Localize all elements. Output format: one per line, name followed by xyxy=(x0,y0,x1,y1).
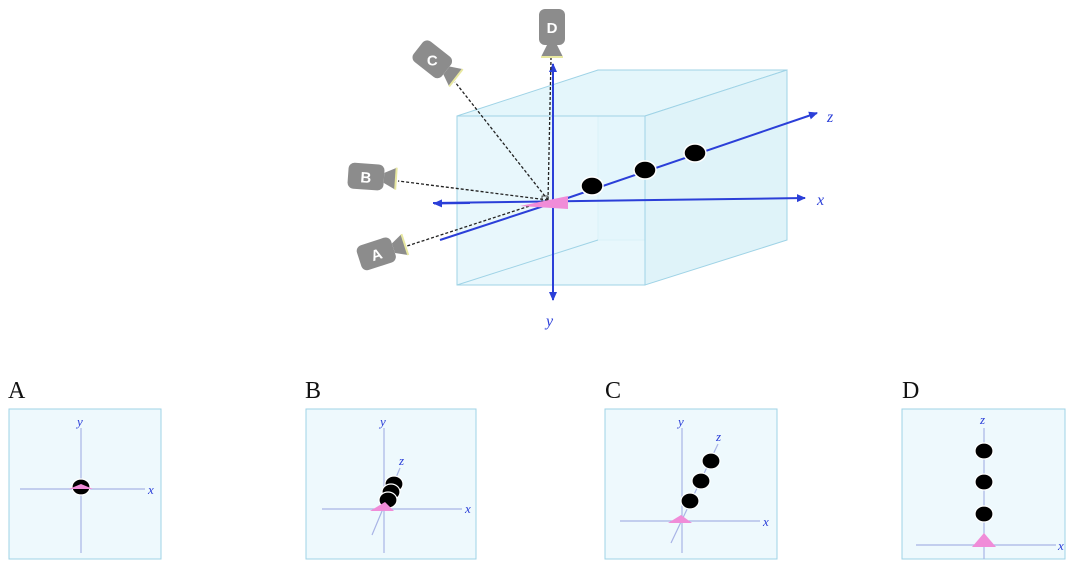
camera-a: A xyxy=(356,233,410,271)
camera-a-body xyxy=(356,237,396,271)
camera-c-lens-edge xyxy=(448,68,464,88)
panel-c: C y z x xyxy=(604,378,778,560)
camera-d-body xyxy=(539,9,565,45)
sight-line-b xyxy=(397,180,549,201)
x-axis xyxy=(432,194,806,204)
panel-b-x-label: x xyxy=(464,501,471,516)
panel-d-ball-1 xyxy=(974,505,994,523)
panel-c-label: C xyxy=(605,378,621,404)
panel-d-label: D xyxy=(902,378,919,404)
camera-d-lens xyxy=(541,45,563,57)
z-axis-label: z xyxy=(826,109,834,126)
panel-b-z-label: z xyxy=(398,453,404,468)
panel-d-ball-2 xyxy=(974,473,994,491)
camera-b-label: B xyxy=(360,169,372,187)
camera-c-label: C xyxy=(427,52,438,69)
x-axis-negative-arrow xyxy=(433,199,471,208)
camera-b-lens xyxy=(383,167,397,190)
panel-c-ball-1 xyxy=(680,492,700,510)
camera-d-label: D xyxy=(547,20,558,37)
panel-d-x-label: x xyxy=(1057,538,1064,553)
ball-3 xyxy=(683,143,707,163)
panel-c-y-label: y xyxy=(676,414,684,429)
camera-c-body xyxy=(412,40,453,79)
panel-d-z-label: z xyxy=(979,412,985,427)
panel-a-x-label: x xyxy=(147,482,154,497)
camera-a-lens-edge xyxy=(400,233,410,256)
panel-d: D z x xyxy=(901,378,1066,560)
panel-c-marker xyxy=(668,515,692,523)
scene-balls xyxy=(580,143,707,196)
panel-b-label: B xyxy=(305,378,321,404)
ball-1 xyxy=(580,176,604,196)
camera-c-lens xyxy=(443,66,463,87)
origin-marker xyxy=(520,196,568,209)
y-axis-label: y xyxy=(544,313,554,330)
panel-b: B y z x xyxy=(305,378,477,560)
x-axis-label: x xyxy=(816,192,824,209)
transparent-box xyxy=(456,69,788,286)
panel-d-marker xyxy=(972,533,996,547)
camera-a-label: A xyxy=(369,245,385,265)
panel-a-marker xyxy=(69,484,93,489)
panel-c-z-label: z xyxy=(715,429,721,444)
panel-c-x-label: x xyxy=(762,514,769,529)
ball-2 xyxy=(633,160,657,180)
panel-d-ball-3 xyxy=(974,442,994,460)
panel-b-marker xyxy=(370,502,394,511)
panel-c-ball-2 xyxy=(691,472,711,490)
box-hidden-edge xyxy=(456,239,599,286)
panel-b-y-label: y xyxy=(378,414,386,429)
panel-c-frame xyxy=(604,408,778,560)
panel-a: A y x xyxy=(8,378,162,560)
z-axis-negative xyxy=(439,202,554,241)
sight-line-c xyxy=(454,81,549,201)
camera-b-lens-edge xyxy=(394,167,398,190)
camera-b-body xyxy=(347,162,385,191)
camera-b: B xyxy=(347,162,398,191)
panel-c-ball-3 xyxy=(701,452,721,470)
panel-a-label: A xyxy=(8,378,26,404)
camera-d: D xyxy=(539,9,565,58)
camera-c: C xyxy=(412,40,464,88)
panel-a-y-label: y xyxy=(75,414,83,429)
camera-a-lens xyxy=(391,234,409,256)
sight-line-d xyxy=(547,57,552,201)
